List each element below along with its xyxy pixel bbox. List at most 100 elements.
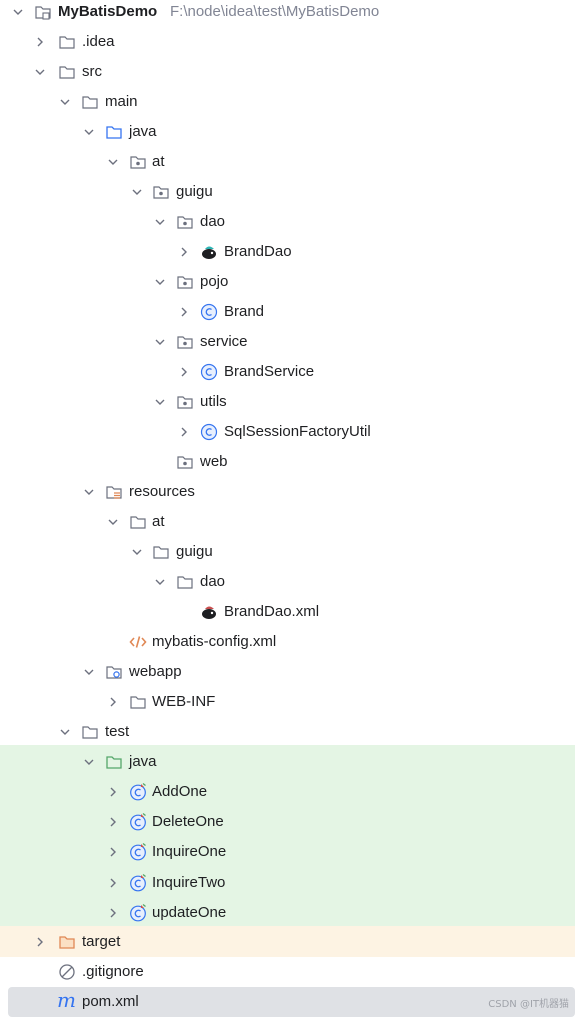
chevron-right-icon[interactable] — [176, 304, 192, 320]
tree-row-test-java[interactable]: java — [0, 745, 575, 777]
chevron-down-icon[interactable] — [105, 154, 121, 170]
chevron-down-icon[interactable] — [129, 184, 145, 200]
tree-label: java — [129, 753, 157, 770]
tree-row-sql-session-factory-util[interactable]: SqlSessionFactoryUtil — [0, 417, 575, 447]
tree-label: at — [152, 153, 165, 170]
tree-row-service[interactable]: service — [0, 327, 575, 357]
tree-row-update-one[interactable]: updateOne — [0, 897, 575, 926]
tree-row-idea[interactable]: .idea — [0, 27, 575, 57]
tree-label: .gitignore — [82, 963, 144, 980]
xml-file-icon — [129, 636, 147, 648]
package-icon — [177, 456, 193, 469]
chevron-down-icon[interactable] — [81, 484, 97, 500]
test-class-icon — [130, 813, 146, 831]
tree-label: InquireTwo — [152, 874, 226, 891]
folder-icon — [82, 96, 98, 109]
tree-row-at[interactable]: at — [0, 147, 575, 177]
tree-label: DeleteOne — [152, 813, 224, 830]
tree-label: java — [129, 123, 157, 140]
tree-row-guigu[interactable]: guigu — [0, 177, 575, 207]
tree-label: pojo — [200, 273, 229, 290]
chevron-right-icon[interactable] — [105, 784, 121, 800]
tree-row-web[interactable]: web — [0, 447, 575, 477]
folder-icon — [177, 576, 193, 589]
chevron-down-icon[interactable] — [10, 4, 26, 20]
folder-icon — [153, 546, 169, 559]
tree-row-src[interactable]: src — [0, 57, 575, 87]
tree-row-brand-service[interactable]: BrandService — [0, 357, 575, 387]
chevron-right-icon[interactable] — [176, 244, 192, 260]
tree-row-res-guigu[interactable]: guigu — [0, 537, 575, 567]
package-icon — [177, 336, 193, 349]
tree-row-dao[interactable]: dao — [0, 207, 575, 237]
tree-row-pom[interactable]: m pom.xml — [8, 987, 575, 1017]
chevron-down-icon[interactable] — [129, 544, 145, 560]
chevron-down-icon[interactable] — [81, 664, 97, 680]
tree-row-resources[interactable]: resources — [0, 477, 575, 507]
chevron-down-icon[interactable] — [105, 514, 121, 530]
tree-label: resources — [129, 483, 195, 500]
chevron-down-icon[interactable] — [152, 274, 168, 290]
chevron-down-icon[interactable] — [152, 334, 168, 350]
chevron-down-icon[interactable] — [152, 214, 168, 230]
project-folder-icon — [35, 6, 51, 20]
tree-row-webapp[interactable]: webapp — [0, 657, 575, 687]
chevron-right-icon[interactable] — [105, 905, 121, 921]
chevron-right-icon[interactable] — [105, 814, 121, 830]
tree-label: utils — [200, 393, 227, 410]
tree-row-brand-dao-xml[interactable]: BrandDao.xml — [0, 597, 575, 627]
tree-row-brand-dao[interactable]: BrandDao — [0, 237, 575, 267]
chevron-down-icon[interactable] — [81, 754, 97, 770]
folder-icon — [59, 36, 75, 49]
tree-row-res-dao[interactable]: dao — [0, 567, 575, 597]
package-icon — [177, 396, 193, 409]
package-icon — [130, 156, 146, 169]
chevron-right-icon[interactable] — [176, 364, 192, 380]
tree-row-project[interactable]: MyBatisDemo F:\node\idea\test\MyBatisDem… — [0, 0, 575, 27]
ignored-file-icon — [59, 964, 75, 980]
tree-label: updateOne — [152, 904, 227, 921]
maven-icon: m — [57, 988, 76, 1012]
tree-row-target[interactable]: target — [0, 926, 575, 957]
tree-row-utils[interactable]: utils — [0, 387, 575, 417]
tree-row-res-at[interactable]: at — [0, 507, 575, 537]
chevron-down-icon[interactable] — [81, 124, 97, 140]
tree-row-gitignore[interactable]: .gitignore — [0, 957, 575, 987]
tree-label: service — [200, 333, 248, 350]
tree-row-add-one[interactable]: AddOne — [0, 777, 575, 807]
chevron-down-icon[interactable] — [57, 724, 73, 740]
chevron-right-icon[interactable] — [105, 694, 121, 710]
tree-label: guigu — [176, 543, 213, 560]
chevron-right-icon[interactable] — [105, 875, 121, 891]
tree-label: .idea — [82, 33, 115, 50]
tree-row-test[interactable]: test — [0, 717, 575, 747]
tree-row-web-inf[interactable]: WEB-INF — [0, 687, 575, 717]
folder-icon — [130, 516, 146, 529]
tree-row-main[interactable]: main — [0, 87, 575, 117]
tree-label: target — [82, 933, 121, 950]
tree-row-brand[interactable]: Brand — [0, 297, 575, 327]
tree-row-mybatis-config[interactable]: mybatis-config.xml — [0, 627, 575, 657]
chevron-right-icon[interactable] — [32, 934, 48, 950]
tree-row-delete-one[interactable]: DeleteOne — [0, 807, 575, 837]
folder-icon — [59, 66, 75, 79]
tree-label: SqlSessionFactoryUtil — [224, 423, 371, 440]
watermark: CSDN @IT机器猫 — [488, 999, 569, 1010]
chevron-right-icon[interactable] — [105, 844, 121, 860]
chevron-right-icon[interactable] — [176, 424, 192, 440]
chevron-down-icon[interactable] — [32, 64, 48, 80]
tree-row-java[interactable]: java — [0, 117, 575, 147]
package-icon — [177, 216, 193, 229]
tree-label: dao — [200, 213, 226, 230]
test-source-folder-icon — [106, 756, 122, 769]
chevron-down-icon[interactable] — [57, 94, 73, 110]
tree-row-inquire-two[interactable]: InquireTwo — [0, 867, 575, 897]
chevron-down-icon[interactable] — [152, 394, 168, 410]
chevron-right-icon[interactable] — [32, 34, 48, 50]
tree-row-pojo[interactable]: pojo — [0, 267, 575, 297]
tree-row-inquire-one[interactable]: InquireOne — [0, 837, 575, 867]
tree-label: test — [105, 723, 130, 740]
folder-icon — [82, 726, 98, 739]
folder-icon — [130, 696, 146, 709]
chevron-down-icon[interactable] — [152, 574, 168, 590]
